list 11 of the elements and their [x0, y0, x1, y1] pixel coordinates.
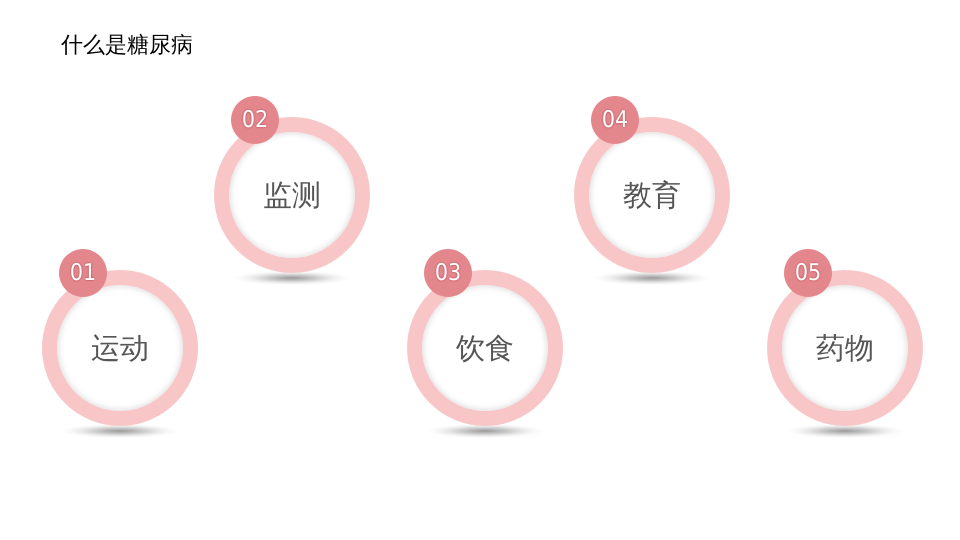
- number-badge: 05: [784, 249, 832, 297]
- title: 什么是糖尿病: [61, 32, 193, 60]
- ring-label: 运动: [90, 330, 150, 366]
- number-badge: 02: [231, 96, 279, 144]
- ring-label: 教育: [622, 177, 682, 213]
- number-badge: 03: [424, 249, 472, 297]
- ring-label: 药物: [815, 330, 875, 366]
- number-badge: 04: [591, 96, 639, 144]
- number-badge: 01: [59, 249, 107, 297]
- ring-label: 饮食: [455, 330, 515, 366]
- ring-label: 监测: [262, 177, 322, 213]
